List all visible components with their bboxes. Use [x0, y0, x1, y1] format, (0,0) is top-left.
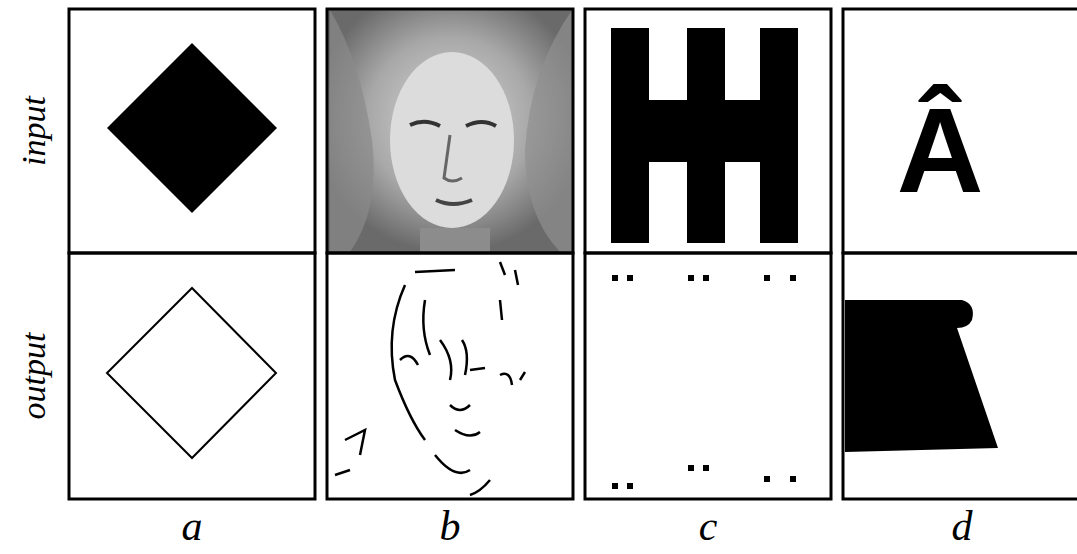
face-oval	[390, 52, 514, 228]
filled-region	[845, 300, 998, 452]
eye	[466, 122, 496, 126]
panel-c	[611, 28, 798, 489]
veil-left	[330, 10, 374, 252]
mouth	[436, 200, 472, 204]
panel-frames	[69, 9, 1077, 499]
column-label: a	[182, 505, 203, 547]
corner-dots	[612, 275, 796, 489]
column-label: d	[952, 505, 973, 547]
panel-a	[107, 43, 277, 458]
eye	[410, 122, 440, 126]
edge-sketch	[335, 262, 525, 495]
row-label: output	[17, 333, 51, 420]
row-label: input	[17, 96, 51, 166]
veil-right	[525, 10, 572, 252]
diamond-outline	[107, 288, 276, 458]
face-photo	[326, 8, 574, 253]
neck	[420, 228, 490, 253]
column-label: b	[440, 505, 461, 547]
filled-diamond	[107, 43, 277, 213]
letter-glyph: Â	[897, 90, 984, 210]
bar	[611, 100, 798, 162]
column-label: c	[699, 505, 718, 547]
panel-d	[845, 300, 998, 452]
nose	[444, 135, 462, 181]
